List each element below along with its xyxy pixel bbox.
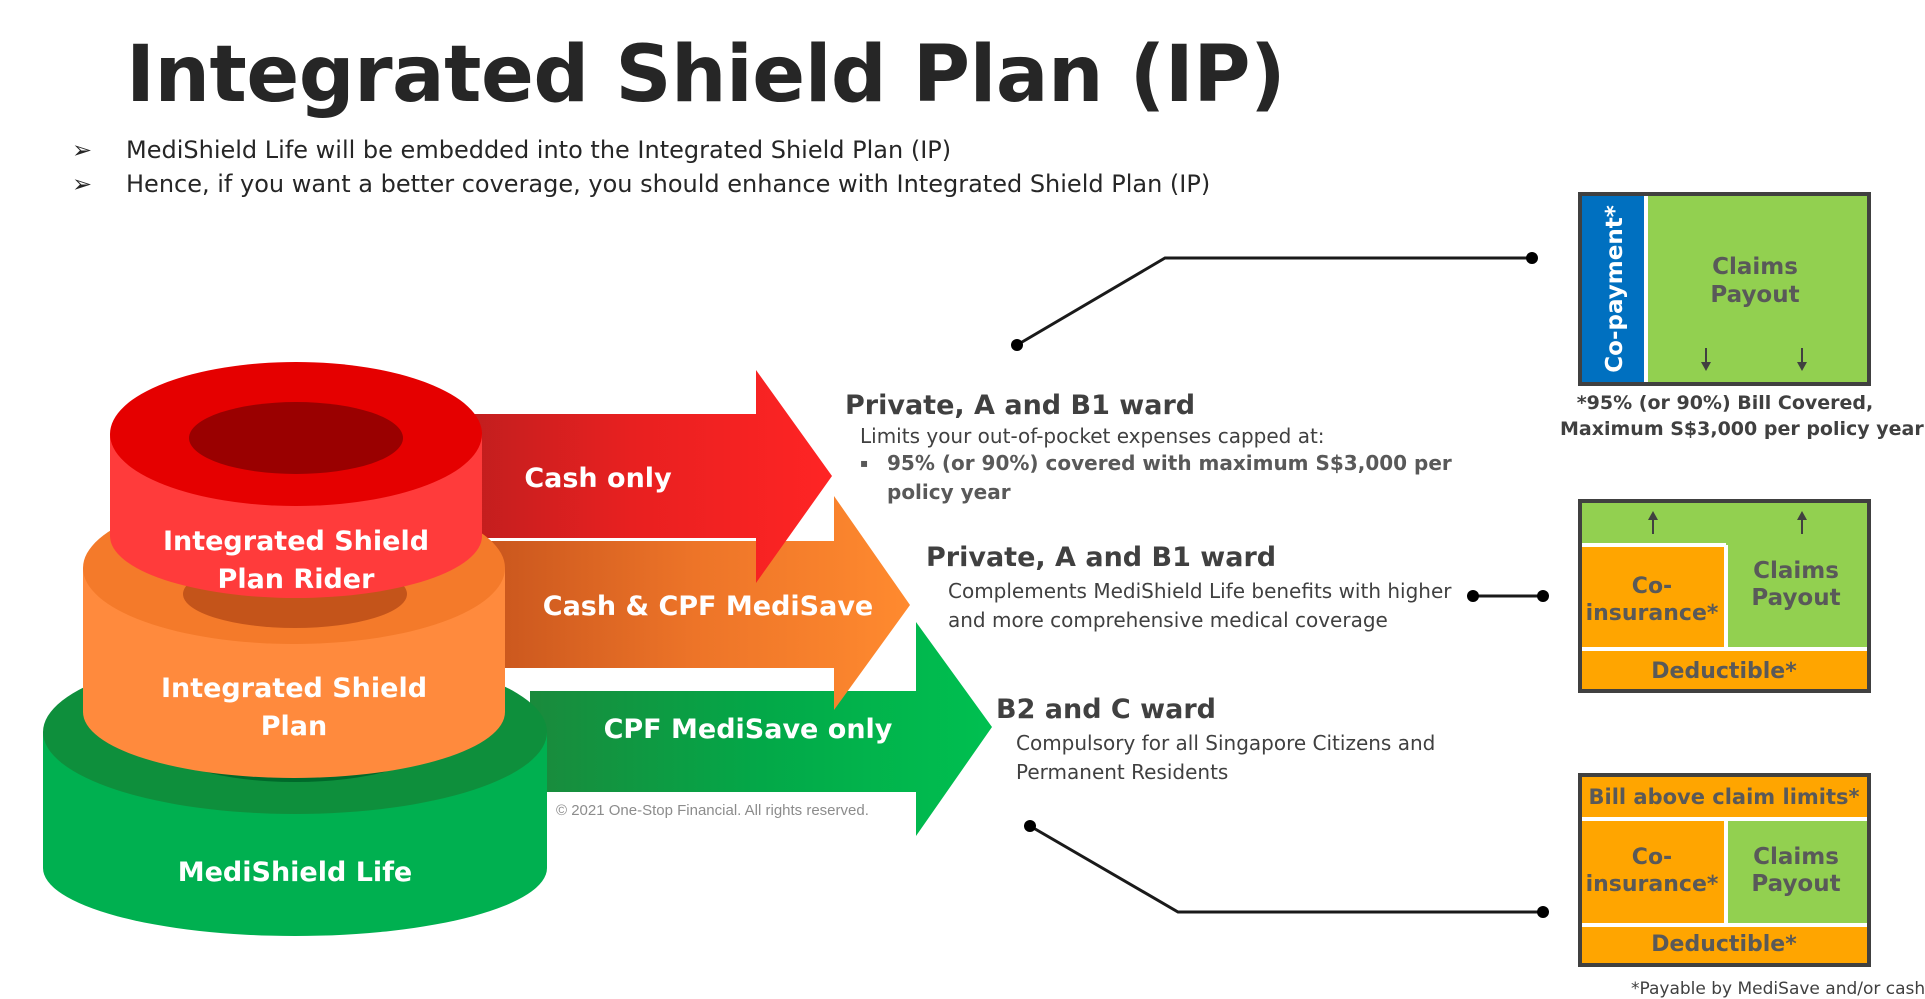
plan-label-line1: Integrated Shield [161, 673, 427, 704]
rider-cylinder [110, 362, 482, 598]
medishield-ward-desc-line: Compulsory for all Singapore Citizens an… [1016, 731, 1436, 755]
down-arrow-icon [1701, 348, 1711, 371]
coinsurance-label-line2: insurance* [1586, 872, 1719, 897]
connector-line-middle [1467, 590, 1549, 602]
claims-label-line2: Payout [1751, 871, 1840, 897]
page-title: Integrated Shield Plan (IP) [126, 30, 1286, 120]
rider-label-line1: Integrated Shield [163, 526, 429, 557]
up-arrow-icon [1648, 511, 1658, 534]
connector-line-bottom [1024, 820, 1549, 918]
plan-ward-desc-line: Complements MediShield Life benefits wit… [948, 579, 1452, 603]
bullet-item: ➢ Hence, if you want a better coverage, … [72, 170, 1210, 198]
claims-label-line1: Claims [1753, 558, 1839, 584]
rider-ward-title: Private, A and B1 ward [845, 390, 1196, 421]
red-arrow [430, 370, 832, 583]
copayment-note-line: *95% (or 90%) Bill Covered, [1576, 392, 1874, 414]
footnote: *Payable by MediSave and/or cash [1631, 979, 1925, 999]
bullet-text: Hence, if you want a better coverage, yo… [126, 170, 1211, 198]
down-arrow-icon [1797, 348, 1807, 371]
plan-ward-desc-line: and more comprehensive medical coverage [948, 608, 1388, 632]
orange-arrow [480, 496, 910, 710]
up-arrow-icon [1797, 511, 1807, 534]
square-bullet-icon: ▪ [860, 456, 869, 470]
rider-sub-bullet-line1: 95% (or 90%) covered with maximum S$3,00… [887, 451, 1452, 475]
coinsurance-deductible-box: Co- insurance* Claims Payout Deductible* [1578, 499, 1871, 693]
rider-sub-bullet-line2: policy year [887, 480, 1011, 504]
arrow-bullet-icon: ➢ [72, 170, 93, 198]
medishield-label: MediShield Life [178, 857, 413, 888]
arrow-bullet-icon: ➢ [72, 136, 93, 164]
coinsurance-label-line2: insurance* [1586, 601, 1719, 626]
copyright-text: © 2021 One-Stop Financial. All rights re… [556, 802, 869, 819]
coinsurance-label-line1: Co- [1632, 574, 1672, 599]
claim-limits-box: Bill above claim limits* Co- insurance* … [1578, 773, 1871, 967]
green-arrow-label: CPF MediSave only [604, 714, 893, 745]
rider-ward-desc: Limits your out-of-pocket expenses cappe… [860, 422, 1325, 451]
claims-label-line1: Claims [1712, 254, 1798, 280]
deductible-label: Deductible* [1651, 932, 1797, 957]
copayment-note: *95% (or 90%) Bill Covered, Maximum S$3,… [1560, 390, 1924, 442]
medishield-ward-desc: Compulsory for all Singapore Citizens an… [1016, 729, 1435, 787]
deductible-label: Deductible* [1651, 659, 1797, 684]
claims-label-line2: Payout [1751, 585, 1840, 611]
green-arrow [530, 622, 992, 836]
plan-ward-title: Private, A and B1 ward [926, 542, 1277, 573]
copayment-box: Co-payment* Claims Payout [1578, 192, 1871, 386]
claims-label-line2: Payout [1710, 282, 1799, 308]
claims-label-line1: Claims [1753, 844, 1839, 870]
plan-ward-desc: Complements MediShield Life benefits wit… [948, 577, 1452, 635]
bill-above-limits-label: Bill above claim limits* [1589, 785, 1860, 809]
connector-line-top [1011, 252, 1538, 351]
orange-arrow-label: Cash & CPF MediSave [543, 591, 873, 622]
copayment-note-line: Maximum S$3,000 per policy year [1560, 418, 1924, 440]
medishield-ward-desc-line: Permanent Residents [1016, 760, 1229, 784]
medishield-ward-title: B2 and C ward [996, 694, 1216, 725]
rider-ward-desc-line: Limits your out-of-pocket expenses cappe… [860, 424, 1325, 448]
coinsurance-label-line1: Co- [1632, 845, 1672, 870]
copayment-label: Co-payment* [1602, 205, 1628, 372]
plan-label-line2: Plan [261, 711, 328, 742]
bullet-text: MediShield Life will be embedded into th… [126, 136, 952, 164]
red-arrow-label: Cash only [524, 463, 672, 494]
bullet-item: ➢ MediShield Life will be embedded into … [72, 136, 951, 164]
rider-label-line2: Plan Rider [218, 564, 376, 595]
